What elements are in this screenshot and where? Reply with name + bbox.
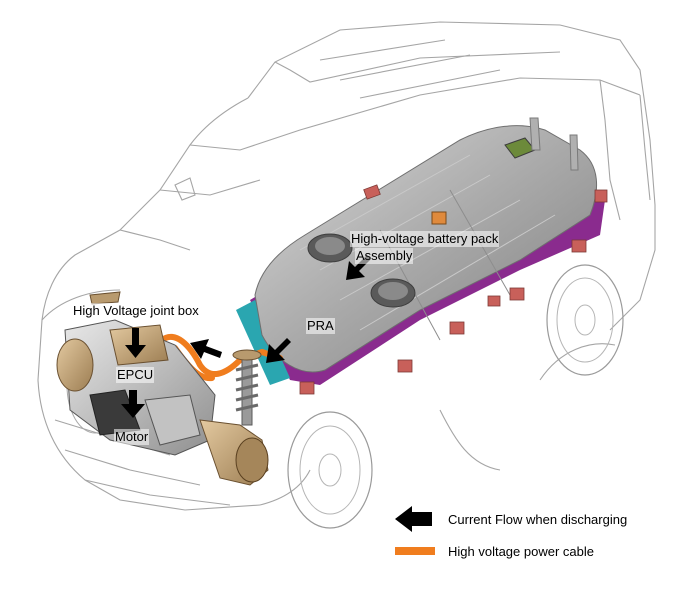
epcu-label: EPCU <box>116 367 155 383</box>
pra-label: PRA <box>306 318 335 334</box>
front-right-wheel <box>287 411 373 529</box>
arrow-epcu-to-motor <box>121 390 145 418</box>
battery-pack-label-line2: Assembly <box>355 248 414 264</box>
motor-label: Motor <box>114 429 150 445</box>
epcu-motor-assembly <box>56 291 269 486</box>
legend-arrow-icon <box>395 506 432 532</box>
legend-current-flow-label: Current Flow when discharging <box>448 512 628 527</box>
legend-power-cable-label: High voltage power cable <box>448 544 594 559</box>
legend-cable-icon <box>395 547 435 555</box>
joint-box-label: High Voltage joint box <box>72 303 200 319</box>
battery-pack-body <box>254 117 598 373</box>
mount-brackets <box>299 184 608 395</box>
battery-pack-label-line1: High-voltage battery pack <box>350 231 500 247</box>
arrow-pra-to-cable <box>266 338 291 363</box>
front-strut <box>232 349 262 426</box>
current-flow-arrows <box>121 255 371 418</box>
rear-right-wheel <box>546 264 624 376</box>
arrow-cable-to-jointbox <box>190 339 222 359</box>
arrow-jointbox-to-epcu <box>125 328 146 358</box>
